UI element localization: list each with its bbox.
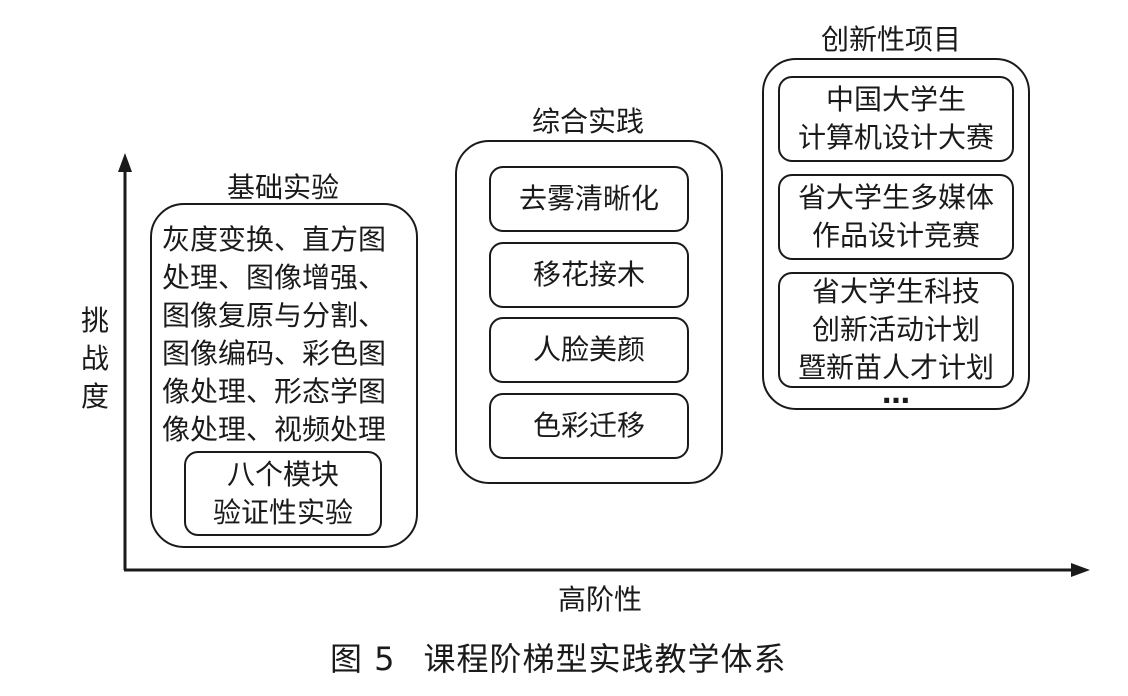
figure-caption-label: 图 5 [330, 640, 396, 678]
x-axis-label: 高阶性 [557, 583, 642, 616]
innovation-group-box: 中国大学生 计算机设计大赛 省大学生多媒体 作品设计竞赛 省大学生科技 创新活动… [762, 58, 1030, 410]
figure-caption: 图 5 课程阶梯型实践教学体系 [330, 634, 787, 680]
basic-topic-line: 像处理、形态学图 [162, 375, 387, 408]
basic-topic-line: 处理、图像增强、 [162, 261, 387, 294]
practice-group-title: 综合实践 [531, 105, 644, 138]
figure-caption-text: 课程阶梯型实践教学体系 [423, 640, 787, 678]
basic-group-title: 基础实验 [226, 171, 339, 204]
practice-item: 人脸美颜 [489, 317, 689, 383]
basic-modules-line: 八个模块 [226, 457, 339, 491]
y-axis-label: 挑 战 度 [75, 302, 115, 416]
y-axis-label-char: 挑 [80, 304, 109, 337]
basic-topic-line: 灰度变换、直方图 [162, 223, 387, 256]
basic-modules-box: 八个模块 验证性实验 [184, 451, 382, 536]
innovation-group-title: 创新性项目 [820, 23, 961, 56]
basic-topic-line: 像处理、视频处理 [162, 413, 387, 446]
practice-item: 色彩迁移 [489, 393, 689, 459]
innovation-item-multimedia: 省大学生多媒体 作品设计竞赛 [778, 174, 1014, 260]
basic-group-box: 灰度变换、直方图 处理、图像增强、 图像复原与分割、 图像编码、彩色图 像处理、… [150, 203, 418, 548]
practice-item: 去雾清晰化 [489, 166, 689, 232]
basic-topic-line: 图像复原与分割、 [162, 299, 387, 332]
innovation-item-science-plan: 省大学生科技 创新活动计划 暨新苗人才计划 [778, 272, 1014, 388]
basic-topic-line: 图像编码、彩色图 [162, 337, 387, 370]
innovation-ellipsis: … [882, 377, 910, 410]
innovation-item-contest: 中国大学生 计算机设计大赛 [778, 76, 1014, 162]
basic-topics-text: 灰度变换、直方图 处理、图像增强、 图像复原与分割、 图像编码、彩色图 像处理、… [162, 221, 386, 449]
practice-item: 移花接木 [489, 242, 689, 308]
y-axis-arrow [118, 153, 132, 172]
practice-group-box: 去雾清晰化 移花接木 人脸美颜 色彩迁移 [455, 140, 723, 484]
x-axis-arrow [1071, 563, 1090, 577]
y-axis-label-char: 度 [80, 380, 109, 413]
y-axis-label-char: 战 [80, 342, 109, 375]
basic-modules-line: 验证性实验 [212, 495, 353, 529]
